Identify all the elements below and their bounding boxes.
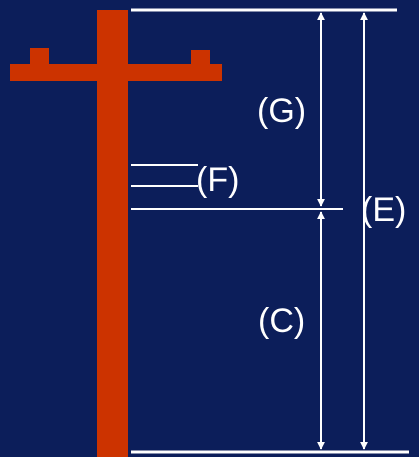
label-c: (C) xyxy=(258,302,306,340)
pole-crossarm xyxy=(10,64,222,81)
label-f: (F) xyxy=(196,161,240,199)
right-insulator xyxy=(191,50,210,65)
left-insulator xyxy=(30,48,49,65)
label-g: (G) xyxy=(257,92,307,130)
pole-shaft xyxy=(97,10,128,457)
label-e: (E) xyxy=(361,191,407,229)
utility-pole xyxy=(10,10,222,457)
